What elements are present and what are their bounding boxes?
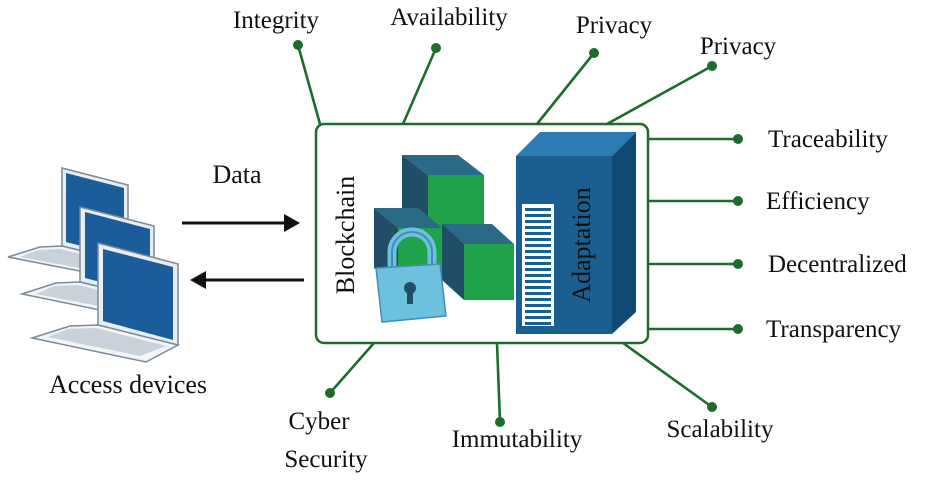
property-label-traceability: Traceability	[768, 126, 888, 153]
adaptation-label: Adaptation	[567, 187, 596, 303]
property-label-availability: Availability	[390, 4, 508, 31]
server-vent-slot	[525, 262, 551, 265]
property-label-privacy-1: Privacy	[576, 12, 653, 39]
server-vent-slot	[525, 316, 551, 319]
lock-icon	[375, 227, 447, 323]
server-vent-slot	[525, 226, 551, 229]
server-vent-slot	[525, 292, 551, 295]
property-label-transparency: Transparency	[766, 316, 902, 343]
server-vent-slot	[525, 232, 551, 235]
server-vent-slot	[525, 286, 551, 289]
server-vent-slot	[525, 214, 551, 217]
blockchain-label: Blockchain	[331, 176, 360, 294]
server-vent-slot	[525, 220, 551, 223]
property-label-cyber: Cyber	[288, 408, 350, 435]
server-vent-slot	[525, 298, 551, 301]
server-vents	[525, 208, 551, 325]
laptop-front	[29, 242, 181, 363]
property-label-security: Security	[284, 446, 368, 473]
data-label: Data	[212, 160, 262, 189]
property-label-immutability: Immutability	[452, 426, 583, 453]
server-vent-slot	[525, 238, 551, 241]
laptops-icon	[7, 167, 181, 363]
server-vent-slot	[525, 244, 551, 247]
server-vent-slot	[525, 304, 551, 307]
access-devices-label: Access devices	[49, 370, 207, 399]
connector-dots	[293, 40, 743, 427]
server-vent-slot	[525, 310, 551, 313]
connectors	[296, 44, 738, 423]
arrow-right-icon	[182, 214, 300, 232]
server-vent-slot	[525, 250, 551, 253]
server-vent-slot	[525, 280, 551, 283]
server-vent-slot	[525, 256, 551, 259]
property-label-efficiency: Efficiency	[766, 188, 870, 215]
server-vent-slot	[525, 268, 551, 271]
arrow-left-icon	[190, 271, 304, 289]
property-label-privacy-2: Privacy	[700, 33, 777, 60]
server-vent-slot	[525, 322, 551, 325]
property-label-scalability: Scalability	[667, 416, 774, 443]
property-label-decentralized: Decentralized	[768, 251, 907, 278]
server-vent-slot	[525, 208, 551, 211]
server-vent-slot	[525, 274, 551, 277]
property-label-integrity: Integrity	[233, 7, 320, 34]
